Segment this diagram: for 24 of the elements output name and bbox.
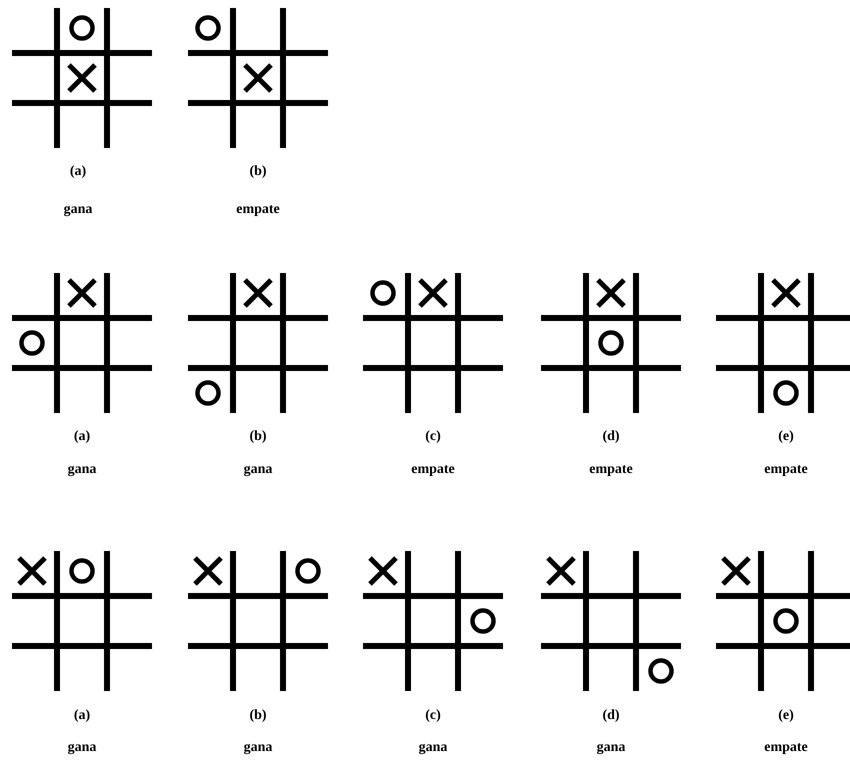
outcome-label: gana — [68, 740, 96, 756]
panel-letter: (d) — [602, 708, 620, 724]
outcome-label: gana — [68, 462, 96, 478]
panel-letter: (a) — [70, 164, 86, 180]
outcome-label: gana — [418, 740, 448, 756]
outcome-label: gana — [596, 740, 626, 756]
outcome-label: empate — [764, 740, 808, 756]
panel-letter: (e) — [778, 429, 794, 445]
panel-letter: (b) — [249, 429, 267, 445]
outcome-label: empate — [764, 462, 808, 478]
outcome-label: gana — [244, 740, 272, 756]
outcome-label: gana — [244, 462, 272, 478]
panel-letter: (b) — [249, 164, 267, 180]
outcome-label: empate — [411, 462, 455, 478]
panel-letter: (b) — [249, 708, 267, 724]
panel-letter: (c) — [425, 429, 441, 445]
outcome-label: gana — [64, 202, 92, 218]
outcome-label: empate — [236, 202, 280, 218]
panel-letter: (e) — [778, 708, 794, 724]
panel-letter: (c) — [425, 708, 441, 724]
panel-letter: (d) — [602, 429, 620, 445]
outcome-label: empate — [589, 462, 633, 478]
panel-letter: (a) — [74, 429, 90, 445]
panel-letter: (a) — [74, 708, 90, 724]
